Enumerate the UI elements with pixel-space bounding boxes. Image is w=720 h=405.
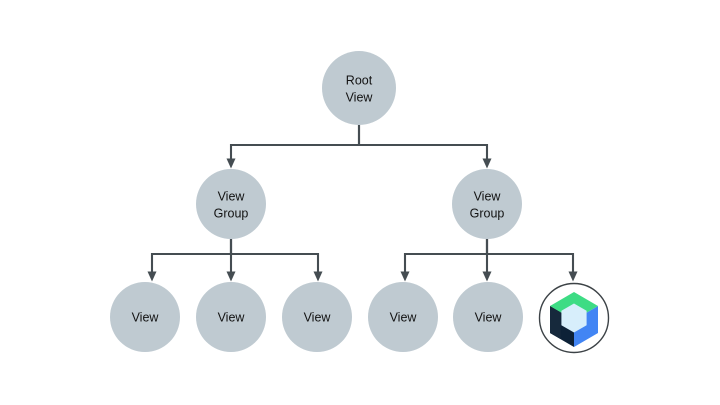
view-leaf-label-1: View bbox=[132, 310, 160, 324]
edge-view-group-left-to-view-3 bbox=[229, 239, 323, 282]
jetpack-compose-icon bbox=[550, 292, 598, 347]
view-leaf-label-4: View bbox=[390, 310, 418, 324]
view-group-left-node[interactable]: View Group bbox=[196, 169, 266, 239]
jetpack-compose-logo-node[interactable] bbox=[538, 282, 610, 354]
view-leaf-label-2: View bbox=[218, 310, 246, 324]
root-view-label-line-2: View bbox=[346, 90, 374, 104]
view-leaf-node-1[interactable]: View bbox=[110, 282, 180, 352]
view-leaf-node-2[interactable]: View bbox=[196, 282, 266, 352]
edge-view-group-right-to-view-4 bbox=[400, 239, 489, 282]
edge-root-to-view-group-left bbox=[226, 125, 361, 169]
root-view-label-line-1: Root bbox=[346, 73, 373, 87]
edge-root-to-view-group-right bbox=[357, 125, 492, 169]
view-leaf-label-5: View bbox=[475, 310, 503, 324]
edge-view-group-right-to-compose bbox=[485, 239, 578, 282]
view-group-right-label-line-1: View bbox=[474, 189, 502, 203]
view-group-left-label-line-1: View bbox=[218, 189, 246, 203]
view-group-left-label-line-2: Group bbox=[214, 206, 249, 220]
view-leaf-node-4[interactable]: View bbox=[368, 282, 438, 352]
view-leaf-label-3: View bbox=[304, 310, 332, 324]
root-view-node[interactable]: Root View bbox=[322, 51, 396, 125]
view-group-right-label-line-2: Group bbox=[470, 206, 505, 220]
edge-view-group-left-to-view-1 bbox=[147, 239, 233, 282]
view-leaf-node-5[interactable]: View bbox=[453, 282, 523, 352]
view-leaf-node-3[interactable]: View bbox=[282, 282, 352, 352]
view-group-right-node[interactable]: View Group bbox=[452, 169, 522, 239]
